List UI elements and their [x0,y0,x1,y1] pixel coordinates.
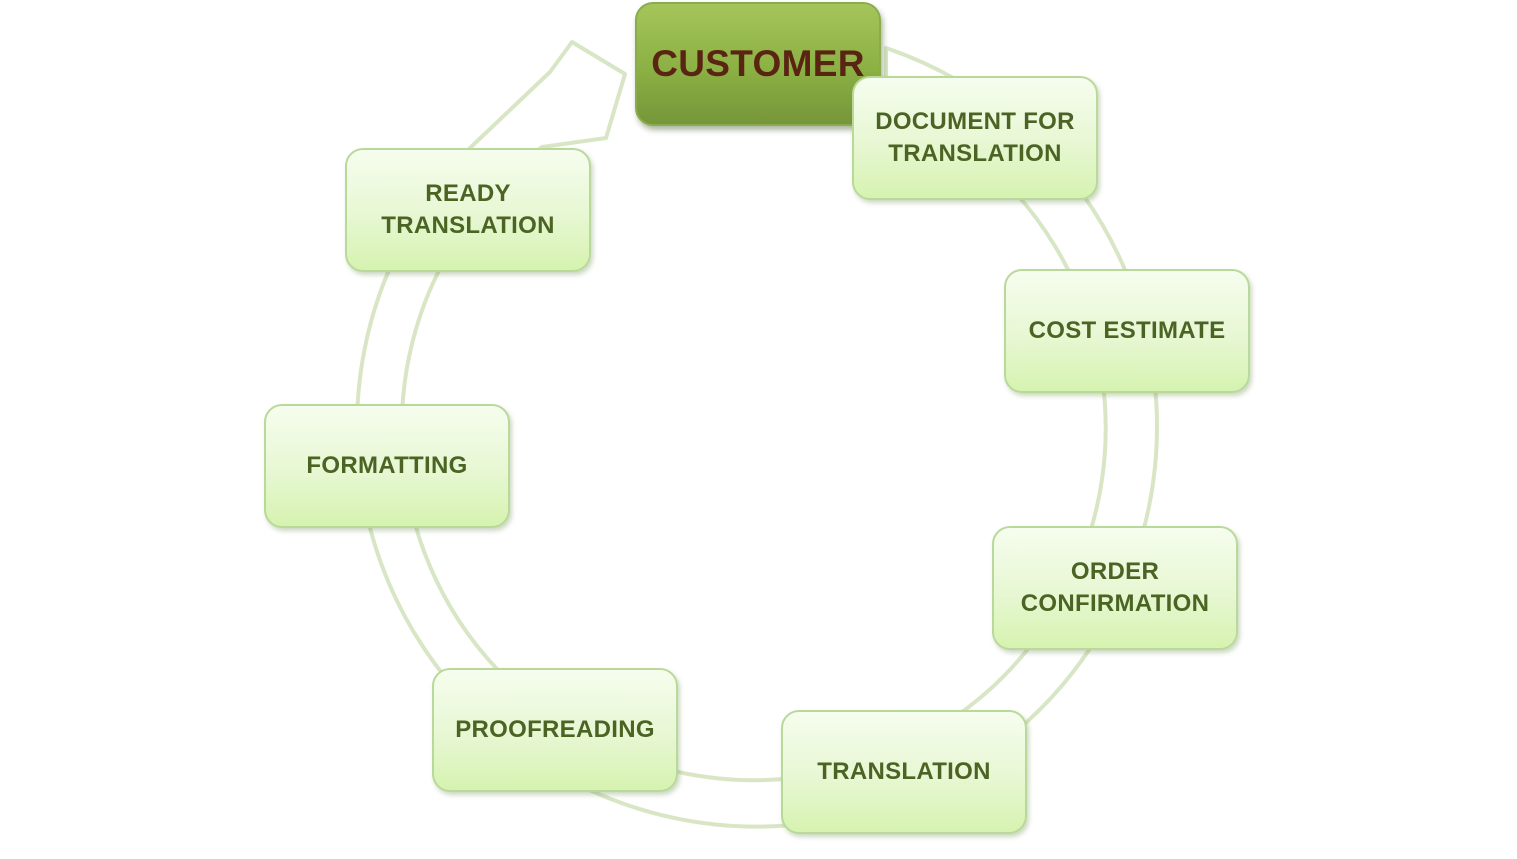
node-cost-estimate: COST ESTIMATE [1004,269,1250,393]
node-ready-translation-label: READY TRANSLATION [381,180,555,239]
node-order-confirmation: ORDER CONFIRMATION [992,526,1238,650]
node-formatting-label: FORMATTING [306,452,468,479]
node-customer-label: CUSTOMER [651,43,865,84]
node-document-for-translation: DOCUMENT FOR TRANSLATION [852,76,1098,200]
node-proofreading-label: PROOFREADING [455,716,655,743]
node-formatting: FORMATTING [264,404,510,528]
node-cost-estimate-label: COST ESTIMATE [1028,317,1226,344]
node-document-for-translation-label: DOCUMENT FOR TRANSLATION [875,108,1075,167]
node-order-confirmation-label: ORDER CONFIRMATION [1020,558,1210,617]
node-translation: TRANSLATION [781,710,1027,834]
node-customer: CUSTOMER [635,2,881,126]
node-proofreading: PROOFREADING [432,668,678,792]
node-ready-translation: READY TRANSLATION [345,148,591,272]
node-translation-label: TRANSLATION [817,758,991,785]
